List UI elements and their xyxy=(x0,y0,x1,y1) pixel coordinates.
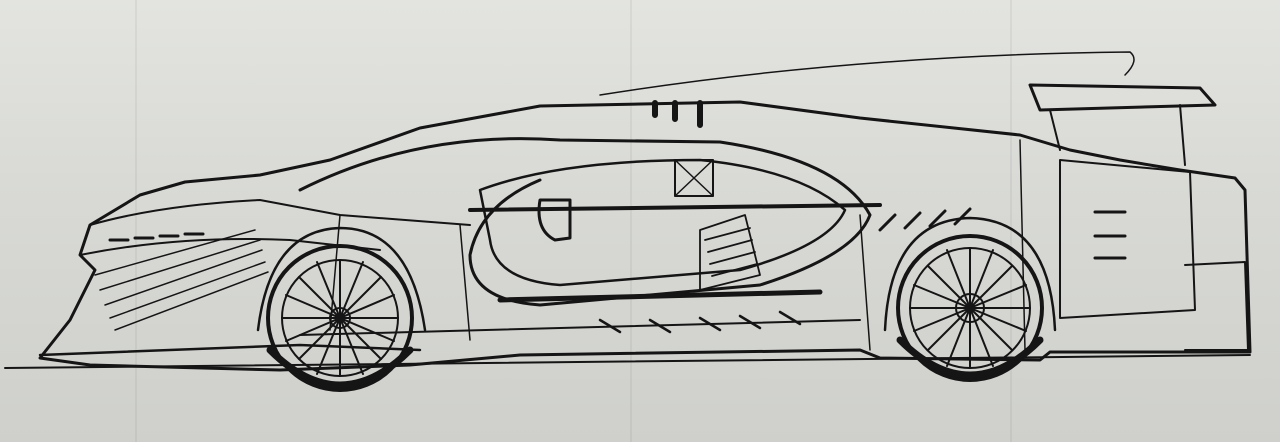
nose-splitter xyxy=(38,343,422,357)
headlight-row xyxy=(108,232,205,242)
nose-hatching xyxy=(94,229,269,331)
rear-panel xyxy=(1059,159,1196,319)
rear-wing xyxy=(1028,83,1217,112)
ground-line xyxy=(4,354,1251,369)
front-tire-tread xyxy=(266,346,414,389)
nose-upper xyxy=(89,199,471,226)
roof-vents xyxy=(652,100,703,128)
rear-wing-stand xyxy=(1049,104,1186,166)
paper-fold-left xyxy=(135,0,137,442)
paper-fold-right xyxy=(1010,0,1012,442)
side-fins xyxy=(878,207,972,232)
rear-diffuser xyxy=(1184,261,1249,351)
canopy-lower-spar xyxy=(497,289,823,303)
rear-vents xyxy=(1093,210,1127,260)
rear-wheel-spokes xyxy=(909,247,1031,369)
mirror xyxy=(537,198,572,242)
paper-fold-mid xyxy=(630,0,632,442)
front-wheel-spokes xyxy=(281,259,399,377)
stray-pen-line xyxy=(599,51,1135,96)
front-wheel-arch xyxy=(256,226,427,332)
canopy-inner xyxy=(478,158,847,287)
sill-line xyxy=(299,319,861,336)
body-panel-lines xyxy=(329,139,1026,351)
rear-wheel xyxy=(896,234,1044,382)
nose-mid xyxy=(79,238,381,256)
side-box xyxy=(674,159,714,197)
side-intake-hatch xyxy=(699,214,761,291)
body-outline xyxy=(38,100,1252,372)
front-wheel xyxy=(266,244,414,392)
side-box-cross xyxy=(674,159,714,197)
rear-tire-tread xyxy=(896,336,1044,379)
canopy-spine xyxy=(468,203,882,212)
canopy-outline xyxy=(298,137,872,307)
rear-wheel-arch xyxy=(883,216,1057,332)
